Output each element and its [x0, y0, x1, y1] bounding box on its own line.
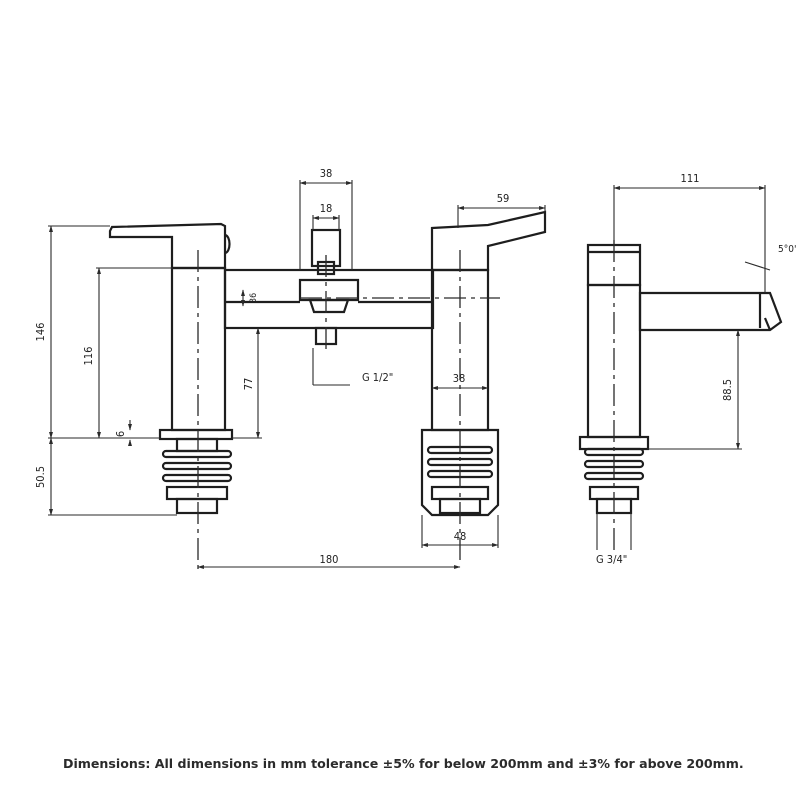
side-spout [638, 291, 783, 332]
dimensions-footnote: Dimensions: All dimensions in mm toleran… [63, 756, 744, 771]
dim-59: 59 [497, 192, 510, 205]
dim-48: 48 [454, 530, 467, 543]
dim-38-top: 38 [320, 167, 333, 180]
dimension-labels: 38 18 59 146 116 77 36 6 50.5 G 1/2" 38 … [34, 167, 796, 566]
outlet-thread-label: G 3/4" [596, 553, 627, 566]
dim-77: 77 [242, 378, 255, 391]
right-handle [430, 210, 547, 272]
dim-180: 180 [320, 553, 339, 566]
dim-116: 116 [82, 347, 95, 366]
dim-36: 36 [249, 293, 259, 303]
dim-88-5: 88.5 [721, 379, 734, 401]
dim-6: 6 [114, 431, 127, 437]
left-fixing-assembly [161, 437, 233, 515]
dim-50-5: 50.5 [34, 466, 47, 488]
left-handle [108, 222, 227, 270]
dim-146: 146 [34, 323, 47, 342]
dim-angle: 5°0' [778, 244, 796, 255]
dim-38-body: 38 [453, 372, 466, 385]
diverter-knob [298, 228, 360, 346]
inlet-thread-label: G 1/2" [362, 371, 393, 384]
side-view [578, 240, 783, 550]
dim-18: 18 [320, 202, 333, 215]
front-view [108, 210, 547, 570]
dim-111: 111 [681, 172, 700, 185]
front-dimensions [48, 180, 546, 569]
side-dimensions [596, 185, 771, 550]
